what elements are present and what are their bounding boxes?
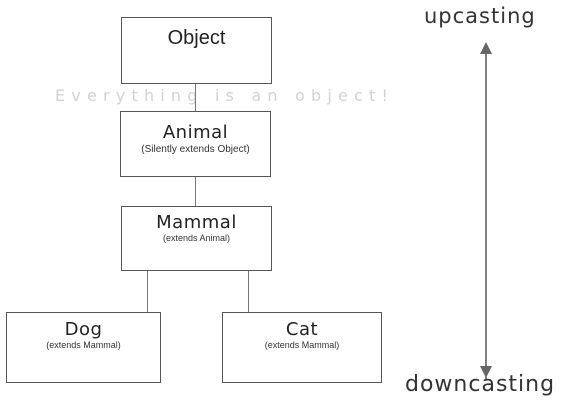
- object-title: Object: [167, 27, 226, 49]
- dog-subtitle: (extends Mammal): [46, 340, 121, 350]
- connector-object-animal: [195, 67, 196, 111]
- animal-subtitle: (Silently extends Object): [141, 144, 250, 155]
- object-node: Object: [121, 17, 272, 84]
- cat-title: Cat: [285, 319, 319, 340]
- dog-node: Dog (extends Mammal): [6, 312, 161, 383]
- animal-node: Animal (Silently extends Object): [120, 111, 271, 177]
- dog-title: Dog: [64, 319, 103, 340]
- downcasting-label: downcasting: [405, 372, 556, 397]
- watermark-text: Everything is an object!: [55, 86, 395, 105]
- cat-subtitle: (extends Mammal): [264, 340, 340, 350]
- connector-mammal-dog: [147, 256, 148, 312]
- connector-mammal-cat: [248, 270, 249, 312]
- casting-axis-arrow: [480, 42, 492, 380]
- upcasting-label: upcasting: [424, 4, 536, 28]
- animal-title: Animal: [162, 122, 229, 143]
- mammal-title: Mammal: [156, 212, 237, 233]
- cat-node: Cat (extends Mammal): [222, 312, 382, 383]
- mammal-node: Mammal (extends Animal): [121, 206, 272, 271]
- connector-animal-mammal: [195, 176, 196, 206]
- mammal-subtitle: (extends Animal): [162, 233, 231, 243]
